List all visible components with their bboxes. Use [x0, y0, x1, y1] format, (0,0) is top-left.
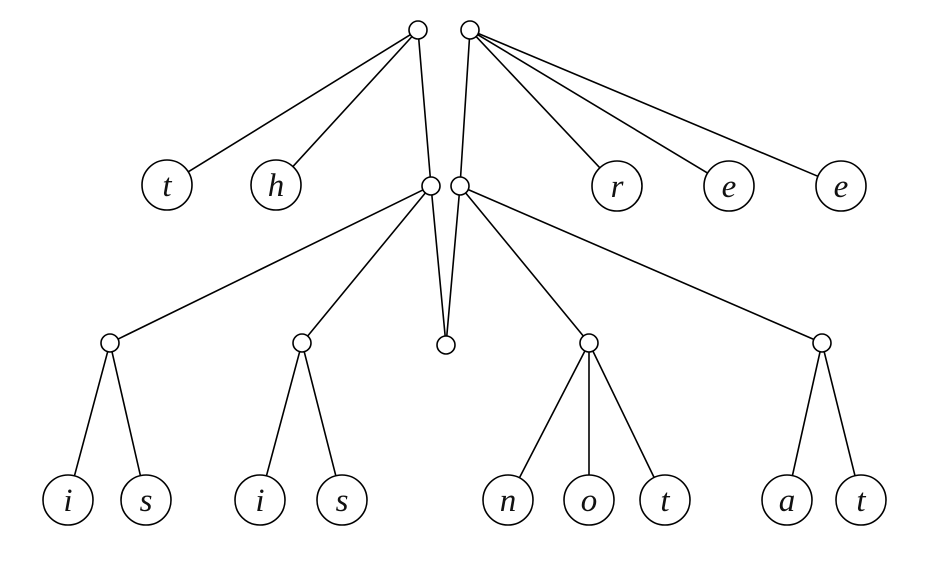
tree-edge [476, 33, 709, 174]
tree-edge [467, 188, 815, 341]
tree-edge [823, 350, 856, 477]
node-label: e [834, 169, 849, 205]
tree-node-leaf[interactable]: i [42, 474, 94, 526]
node-label: a [779, 483, 796, 519]
tree-edge [417, 38, 432, 178]
node-circle[interactable] [835, 474, 887, 526]
node-circle[interactable] [482, 474, 534, 526]
node-label: h [268, 168, 285, 204]
tree-edge [459, 38, 471, 178]
tree-edge [445, 194, 461, 337]
tree-node-internal[interactable] [812, 333, 832, 353]
tree-node-leaf[interactable]: h [250, 159, 302, 211]
edge-layer [73, 32, 856, 479]
node-circle[interactable] [316, 474, 368, 526]
node-label: e [722, 169, 737, 205]
node-circle[interactable] [703, 160, 755, 212]
node-circle[interactable] [234, 474, 286, 526]
node-label: t [162, 168, 172, 204]
node-circle[interactable] [579, 333, 599, 353]
tree-node-leaf[interactable]: t [141, 159, 193, 211]
tree-edge [518, 350, 586, 479]
node-circle[interactable] [815, 160, 867, 212]
node-circle[interactable] [141, 159, 193, 211]
node-circle[interactable] [639, 474, 691, 526]
node-circle[interactable] [591, 160, 643, 212]
tree-node-leaf[interactable]: n [482, 474, 534, 526]
node-circle[interactable] [436, 335, 456, 355]
tree-edge [592, 350, 655, 479]
node-circle[interactable] [761, 474, 813, 526]
node-circle[interactable] [450, 176, 470, 196]
tree-edge [431, 194, 446, 337]
node-circle[interactable] [120, 474, 172, 526]
tree-edge [292, 35, 413, 168]
tree-node-leaf[interactable]: a [761, 474, 813, 526]
tree-edge [187, 33, 412, 173]
tree-node-internal[interactable] [292, 333, 312, 353]
node-circle[interactable] [421, 176, 441, 196]
tree-edge [111, 350, 142, 477]
tree-edge [464, 192, 585, 337]
tree-node-internal[interactable] [100, 333, 120, 353]
node-circle[interactable] [42, 474, 94, 526]
node-label: n [500, 483, 517, 519]
node-circle[interactable] [408, 20, 428, 40]
tree-node-leaf[interactable]: o [563, 474, 615, 526]
tree-edge [306, 192, 427, 337]
node-label: t [856, 483, 866, 519]
node-label: i [255, 483, 264, 519]
tree-node-leaf[interactable]: i [234, 474, 286, 526]
node-circle[interactable] [812, 333, 832, 353]
tree-node-leaf[interactable]: s [120, 474, 172, 526]
tree-node-leaf[interactable]: s [316, 474, 368, 526]
tree-edge [791, 350, 821, 477]
tree-node-leaf[interactable]: e [815, 160, 867, 212]
node-label: s [336, 483, 349, 519]
tree-node-leaf[interactable]: e [703, 160, 755, 212]
node-layer: t h r e e i s i s n o t a t [42, 20, 887, 526]
tree-node-internal[interactable] [579, 333, 599, 353]
node-circle[interactable] [460, 20, 480, 40]
node-label: i [63, 483, 72, 519]
tree-edge [303, 350, 337, 477]
tree-node-leaf[interactable]: r [591, 160, 643, 212]
tree-node-internal[interactable] [436, 335, 456, 355]
tree-node-internal[interactable] [450, 176, 470, 196]
tree-edge [73, 350, 109, 477]
tree-edge [477, 32, 819, 178]
node-circle[interactable] [563, 474, 615, 526]
node-circle[interactable] [250, 159, 302, 211]
tree-node-internal[interactable] [460, 20, 480, 40]
node-label: s [140, 483, 153, 519]
node-label: r [611, 169, 624, 205]
node-label: o [581, 483, 598, 519]
node-circle[interactable] [100, 333, 120, 353]
tree-edge [265, 350, 301, 477]
tree-edge [475, 35, 601, 169]
node-circle[interactable] [292, 333, 312, 353]
node-label: t [660, 483, 670, 519]
tree-node-leaf[interactable]: t [835, 474, 887, 526]
tree-node-leaf[interactable]: t [639, 474, 691, 526]
tree-node-internal[interactable] [421, 176, 441, 196]
tree-node-internal[interactable] [408, 20, 428, 40]
tree-edge [117, 189, 424, 340]
